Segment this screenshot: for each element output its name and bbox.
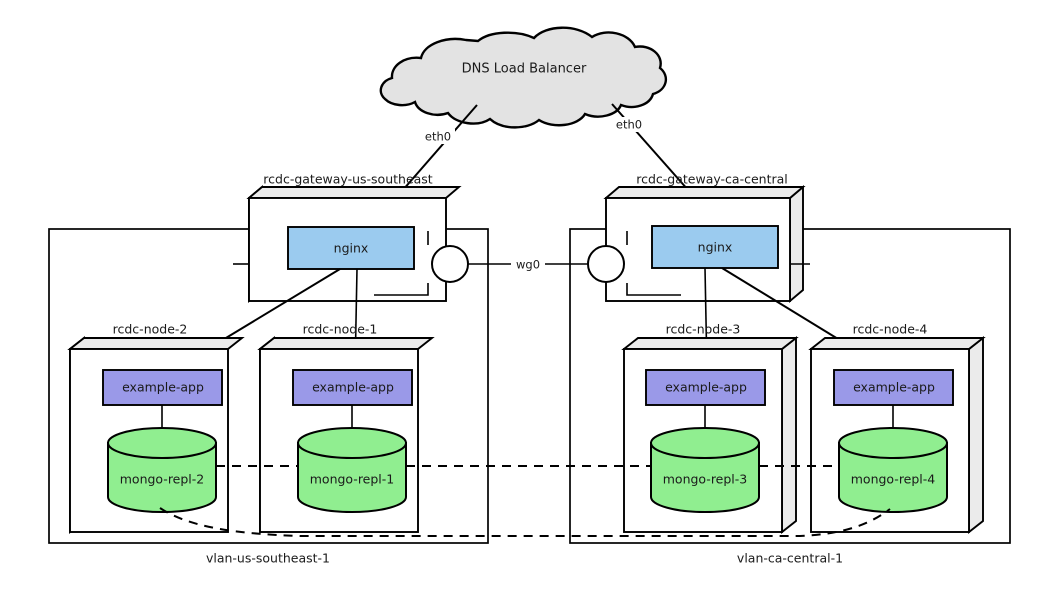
node-1-label: rcdc-node-1: [303, 322, 378, 337]
vlan-ca-label: vlan-ca-central-1: [737, 551, 843, 566]
db-node-3-label: mongo-repl-3: [663, 472, 748, 487]
node-4-side-face: [968, 336, 984, 534]
service-example-app-node-2[interactable]: example-app: [102, 369, 223, 406]
app-node-3-label: example-app: [665, 380, 747, 395]
node-3-top-face: [621, 337, 799, 350]
database-mongo-repl-2[interactable]: mongo-repl-2: [107, 427, 217, 513]
service-nginx-us[interactable]: nginx: [287, 226, 415, 270]
service-nginx-ca[interactable]: nginx: [651, 225, 779, 269]
uplink-label-us: eth0: [425, 130, 451, 144]
replication-arc-2-to-4: [159, 507, 891, 537]
gateway-us-label: rcdc-gateway-us-southeast: [263, 172, 433, 187]
nginx-ca-label: nginx: [698, 240, 733, 255]
db-node-3-top-ellipse: [650, 427, 760, 459]
node-3-side-face: [781, 336, 797, 534]
gateway-us-top-face: [246, 186, 462, 199]
wg0-label-group: wg0: [511, 257, 545, 272]
uplink-label-us-group: eth0: [421, 129, 455, 144]
wg0-label: wg0: [516, 258, 540, 272]
db-node-4-top-ellipse: [838, 427, 948, 459]
app-node-1-rect: [292, 369, 413, 406]
vlan-us-label: vlan-us-southeast-1: [206, 551, 330, 566]
db-node-4-label: mongo-repl-4: [851, 472, 936, 487]
gateway-ca-label: rcdc-gateway-ca-central: [636, 172, 788, 187]
app-node-2-rect: [102, 369, 223, 406]
db-node-1-label: mongo-repl-1: [310, 472, 395, 487]
app-node-3-rect: [645, 369, 766, 406]
nginx-us-rect: [287, 226, 415, 270]
gateway-ca-side-face: [789, 184, 804, 304]
db-node-2-label: mongo-repl-2: [120, 472, 205, 487]
node-2-label: rcdc-node-2: [113, 322, 188, 337]
node-2-top-face: [67, 337, 245, 350]
service-example-app-node-3[interactable]: example-app: [645, 369, 766, 406]
wg0-stub-us-bottom: [374, 283, 429, 296]
app-node-4-rect: [833, 369, 954, 406]
db-node-2-top-ellipse: [107, 427, 217, 459]
app-node-4-label: example-app: [853, 380, 935, 395]
app-node-1-label: example-app: [312, 380, 394, 395]
cloud-label: DNS Load Balancer: [462, 62, 587, 77]
db-node-3-body: [650, 442, 760, 513]
database-mongo-repl-4[interactable]: mongo-repl-4: [838, 427, 948, 513]
wg0-port-ca[interactable]: [587, 245, 625, 283]
wg0-port-us[interactable]: [431, 245, 469, 283]
database-mongo-repl-1[interactable]: mongo-repl-1: [297, 427, 407, 513]
wg0-stub-ca-bottom: [626, 283, 681, 296]
node-4-top-face: [808, 337, 986, 350]
db-node-4-body: [838, 442, 948, 513]
uplink-label-ca: eth0: [616, 118, 642, 132]
dns-load-balancer-cloud: [379, 26, 668, 129]
node-1-top-face: [257, 337, 435, 350]
app-node-2-label: example-app: [122, 380, 204, 395]
db-node-1-body: [297, 442, 407, 513]
uplink-label-ca-group: eth0: [612, 117, 646, 132]
database-mongo-repl-3[interactable]: mongo-repl-3: [650, 427, 760, 513]
db-node-1-top-ellipse: [297, 427, 407, 459]
gateway-ca-top-face: [603, 186, 806, 199]
service-example-app-node-1[interactable]: example-app: [292, 369, 413, 406]
node-4-label: rcdc-node-4: [853, 322, 928, 337]
nginx-ca-rect: [651, 225, 779, 269]
node-3-label: rcdc-node-3: [666, 322, 741, 337]
service-example-app-node-4[interactable]: example-app: [833, 369, 954, 406]
nginx-us-label: nginx: [334, 241, 369, 256]
